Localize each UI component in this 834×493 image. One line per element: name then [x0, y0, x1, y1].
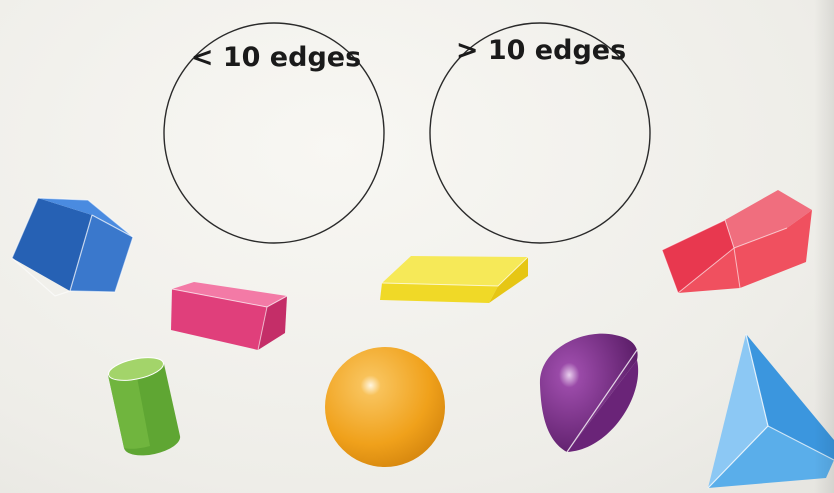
sphere-shape[interactable]	[325, 347, 445, 467]
hemisphere-shape[interactable]	[540, 334, 638, 452]
cylinder-shape[interactable]	[107, 353, 181, 455]
cube-shape[interactable]	[12, 198, 133, 296]
page-edge-shadow	[814, 0, 834, 493]
circle-more-than-10-edges[interactable]: > 10 edges	[430, 23, 650, 243]
pentagonal-prism-shape[interactable]	[662, 190, 812, 293]
circle-label-less: < 10 edges	[191, 42, 361, 73]
yellow-cuboid-shape[interactable]	[380, 256, 528, 303]
pink-cuboid-shape[interactable]	[171, 282, 287, 350]
circle-less-than-10-edges[interactable]: < 10 edges	[164, 23, 384, 243]
circle-label-more: > 10 edges	[456, 35, 626, 66]
